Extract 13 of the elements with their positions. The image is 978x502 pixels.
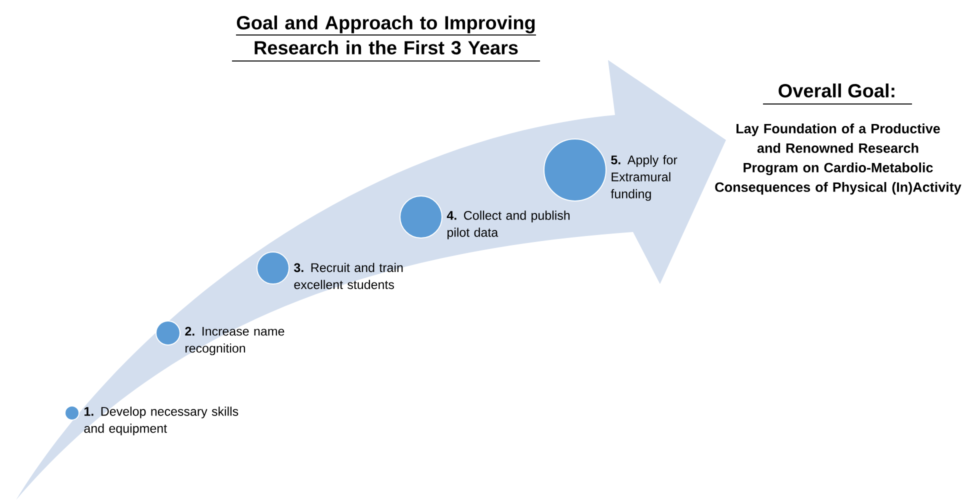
goal-text: Lay Foundation of a Productive and Renowned Research Program on Cardio-Metabolic Consequences of Physical (In)Activity xyxy=(715,124,962,195)
step-circle xyxy=(400,196,442,238)
step-label: 4. Collect and publish pilot data xyxy=(446,210,570,240)
step-label: 2. Increase name recognition xyxy=(185,326,284,356)
step-label: 3. Recruit and train excellent students xyxy=(294,262,403,290)
step-label: 1. Develop necessary skills and equipment xyxy=(84,406,238,436)
step-circle xyxy=(64,406,80,420)
step-circle xyxy=(256,252,290,284)
heading: Overall Goal: xyxy=(778,84,894,98)
title: Goal and Approach to Improving Research in the First 3 Years xyxy=(236,16,535,55)
step-circle xyxy=(544,138,606,202)
step-circle xyxy=(156,320,180,346)
step-label: 5. Apply for Extramural funding xyxy=(610,155,678,201)
